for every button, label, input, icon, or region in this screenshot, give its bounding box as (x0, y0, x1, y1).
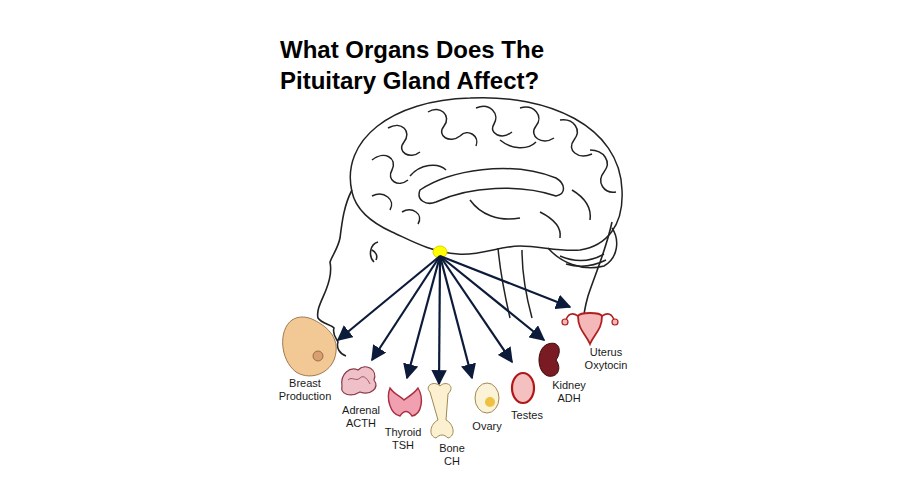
organ-label: Uterus (590, 346, 622, 359)
organ-label: Oxytocin (585, 359, 628, 372)
arrows (338, 256, 570, 384)
organ-label: ACTH (346, 417, 376, 430)
head-outline (318, 190, 612, 356)
organ-label: Ovary (472, 420, 501, 433)
organ-label: Breast (289, 377, 321, 390)
organ-label: Thyroid (385, 426, 422, 439)
organ-pictures (283, 313, 618, 438)
organ-label: CH (444, 455, 460, 468)
organ-label: Kidney (552, 379, 586, 392)
organ-label: Bone (439, 442, 465, 455)
organ-label: TSH (392, 439, 414, 452)
organ-label: ADH (557, 392, 580, 405)
organ-label: Production (279, 390, 332, 403)
organ-label: Testes (511, 409, 543, 422)
diagram-title: What Organs Does The Pituitary Gland Aff… (280, 34, 580, 96)
brain-drawing (350, 98, 622, 318)
organ-label: Adrenal (342, 404, 380, 417)
